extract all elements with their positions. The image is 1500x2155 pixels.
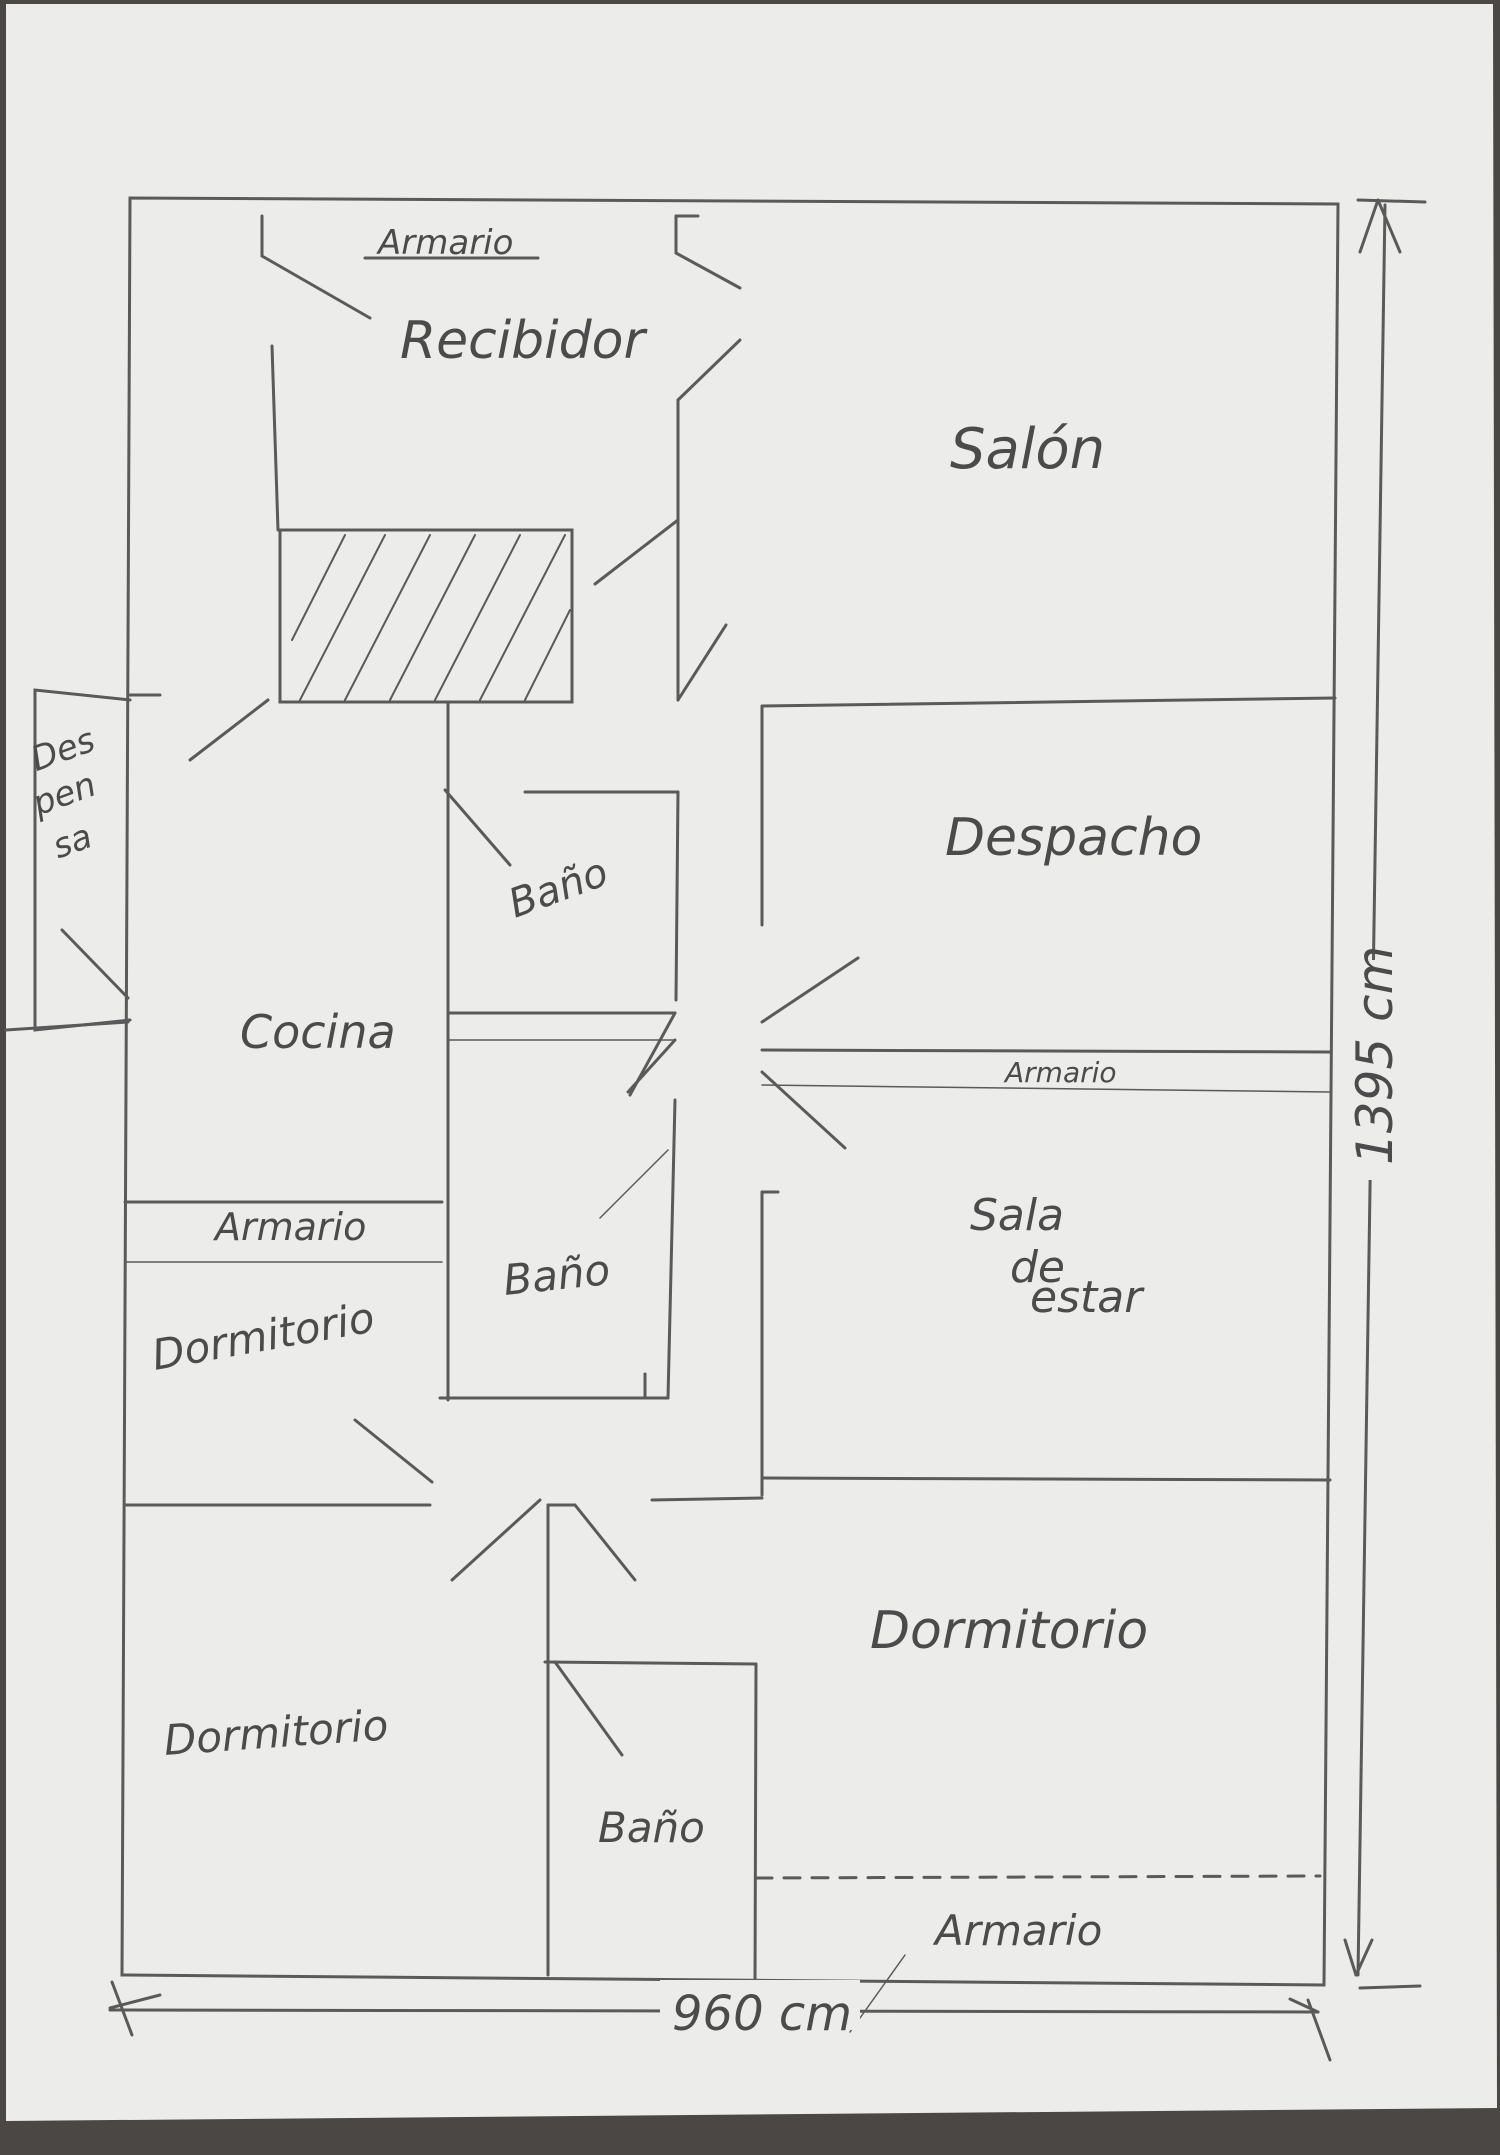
width-label-gap [660, 1980, 860, 2030]
label-cocina: Cocina [240, 1005, 396, 1059]
paper-sheet [6, 4, 1497, 2121]
label-recibidor: Recibidor [400, 311, 648, 371]
dimension-height: 1395 cm [1346, 946, 1404, 1165]
label-despacho: Despacho [945, 808, 1202, 868]
label-armario-left: Armario [212, 1205, 366, 1249]
label-salon: Salón [950, 417, 1105, 482]
dimension-width: 960 cm [672, 1986, 852, 2042]
label-bano-3: Baño [598, 1803, 705, 1852]
label-dormitorio-right: Dormitorio [870, 1601, 1148, 1661]
height-label-gap [1350, 960, 1402, 1180]
label-sala-3: estar [1030, 1272, 1145, 1323]
label-armario-mid: Armario [1003, 1056, 1117, 1089]
label-armario-top: Armario [376, 223, 513, 263]
label-sala-2: de [1010, 1242, 1065, 1293]
label-armario-bottom: Armario [932, 1906, 1102, 1955]
label-bano-2: Baño [501, 1245, 612, 1305]
label-sala-1: Sala [970, 1190, 1064, 1241]
